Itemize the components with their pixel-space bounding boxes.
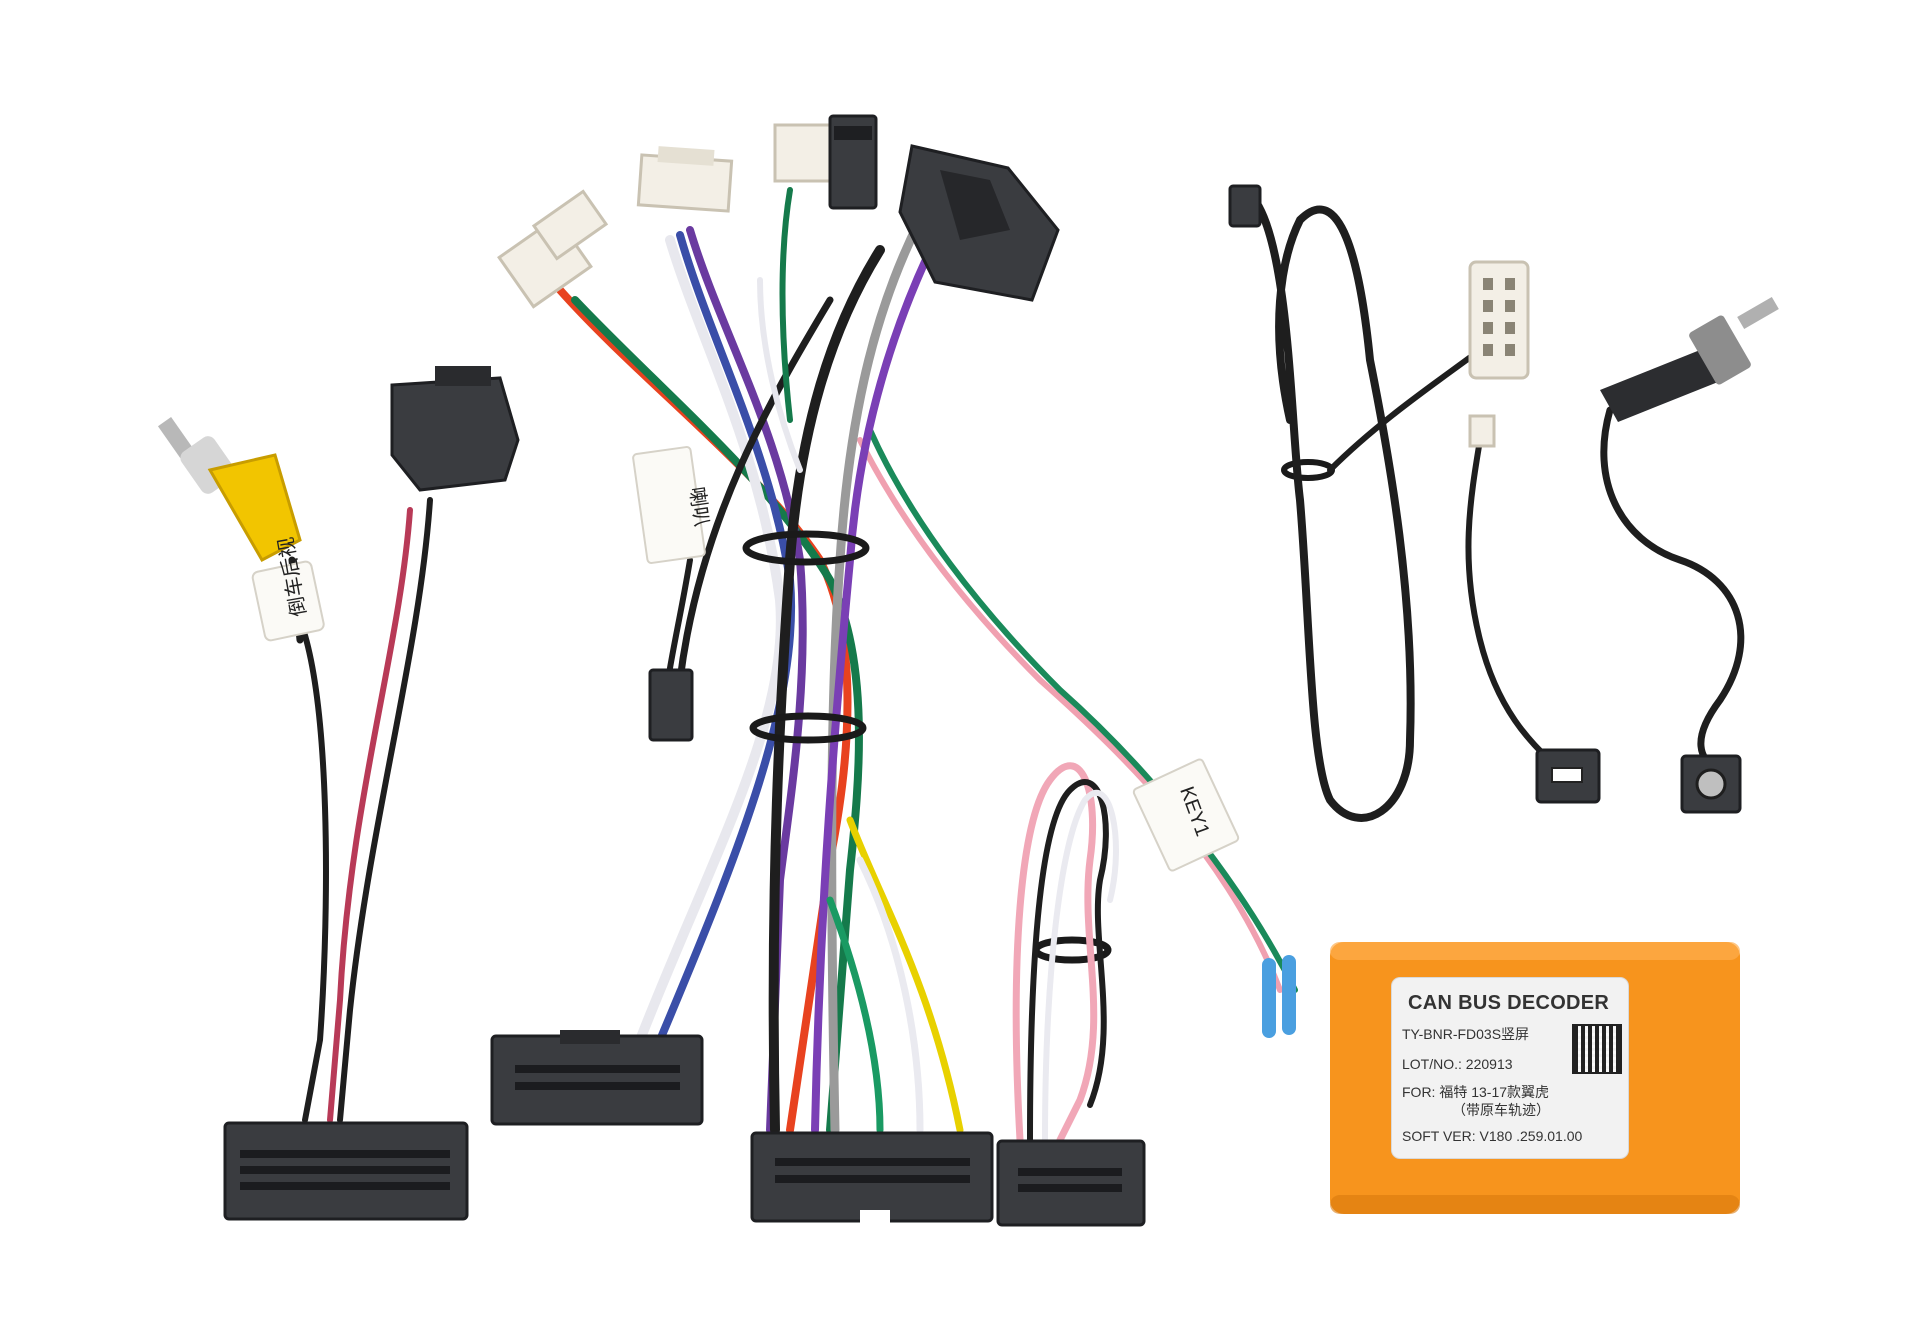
small-black-connector-mid bbox=[648, 668, 694, 742]
rca-camera-cable: 倒车后视 bbox=[157, 417, 433, 1123]
antenna-cable bbox=[1600, 296, 1779, 814]
white-connector-1 bbox=[497, 189, 609, 309]
speaker-tag-text: 喇叭 bbox=[685, 485, 713, 528]
blue-pin-terminals bbox=[1262, 955, 1296, 1038]
decoder-soft-label: SOFT VER: bbox=[1402, 1128, 1476, 1144]
decoder-lot: LOT/NO.: 220913 bbox=[1402, 1056, 1513, 1072]
decoder-soft-version: SOFT VER: V180 .259.01.00 bbox=[1402, 1128, 1582, 1144]
decoder-for-label: FOR: bbox=[1402, 1084, 1436, 1100]
connector-bottom-center-left bbox=[490, 1030, 704, 1126]
black-connector-large-top bbox=[898, 144, 1060, 302]
small-black-connector-left bbox=[390, 366, 520, 492]
decoder-title: CAN BUS DECODER bbox=[1408, 992, 1610, 1014]
decoder-for: FOR: 福特 13-17款翼虎 bbox=[1402, 1082, 1549, 1102]
connector-bottom-center bbox=[750, 1131, 994, 1226]
main-harness-bundle bbox=[556, 187, 1298, 1135]
decoder-for-note: （带原车轨迹） bbox=[1452, 1102, 1550, 1118]
key-tag: KEY1 bbox=[1132, 758, 1240, 872]
white-connector-2 bbox=[636, 146, 734, 213]
white-connector-3 bbox=[773, 123, 833, 183]
decoder-lot-label: LOT/NO.: bbox=[1402, 1056, 1462, 1072]
white-16-pin-connector bbox=[1468, 260, 1530, 380]
connector-bottom-right bbox=[996, 1139, 1146, 1227]
main-connector-bottom-left bbox=[223, 1121, 469, 1221]
usb-cable bbox=[1465, 414, 1601, 804]
decoder-lot-value: 220913 bbox=[1465, 1056, 1513, 1072]
qr-code-icon bbox=[1572, 1024, 1622, 1074]
decoder-for-value: 福特 13-17款翼虎 bbox=[1439, 1084, 1550, 1100]
black-coiled-cable bbox=[1228, 184, 1483, 822]
black-connector-small-top bbox=[828, 114, 878, 210]
decoder-soft-value: V180 .259.01.00 bbox=[1479, 1128, 1583, 1144]
decoder-label: CAN BUS DECODER TY-BNR-FD03S竖屏 LOT/NO.: … bbox=[1392, 978, 1628, 1158]
decoder-model: TY-BNR-FD03S竖屏 bbox=[1402, 1026, 1530, 1042]
pink-twisted-loop-cable bbox=[1012, 762, 1119, 1144]
speaker-tag: 喇叭 bbox=[632, 446, 713, 564]
